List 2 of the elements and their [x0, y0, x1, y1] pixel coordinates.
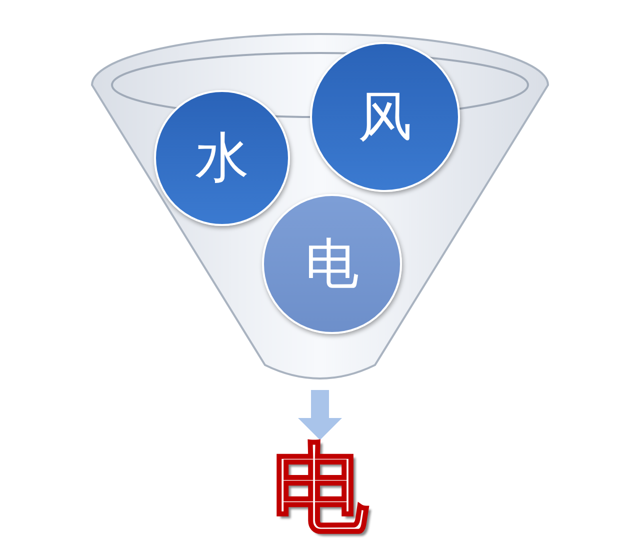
- result-text: 电: [250, 440, 390, 550]
- arrow: [298, 390, 342, 440]
